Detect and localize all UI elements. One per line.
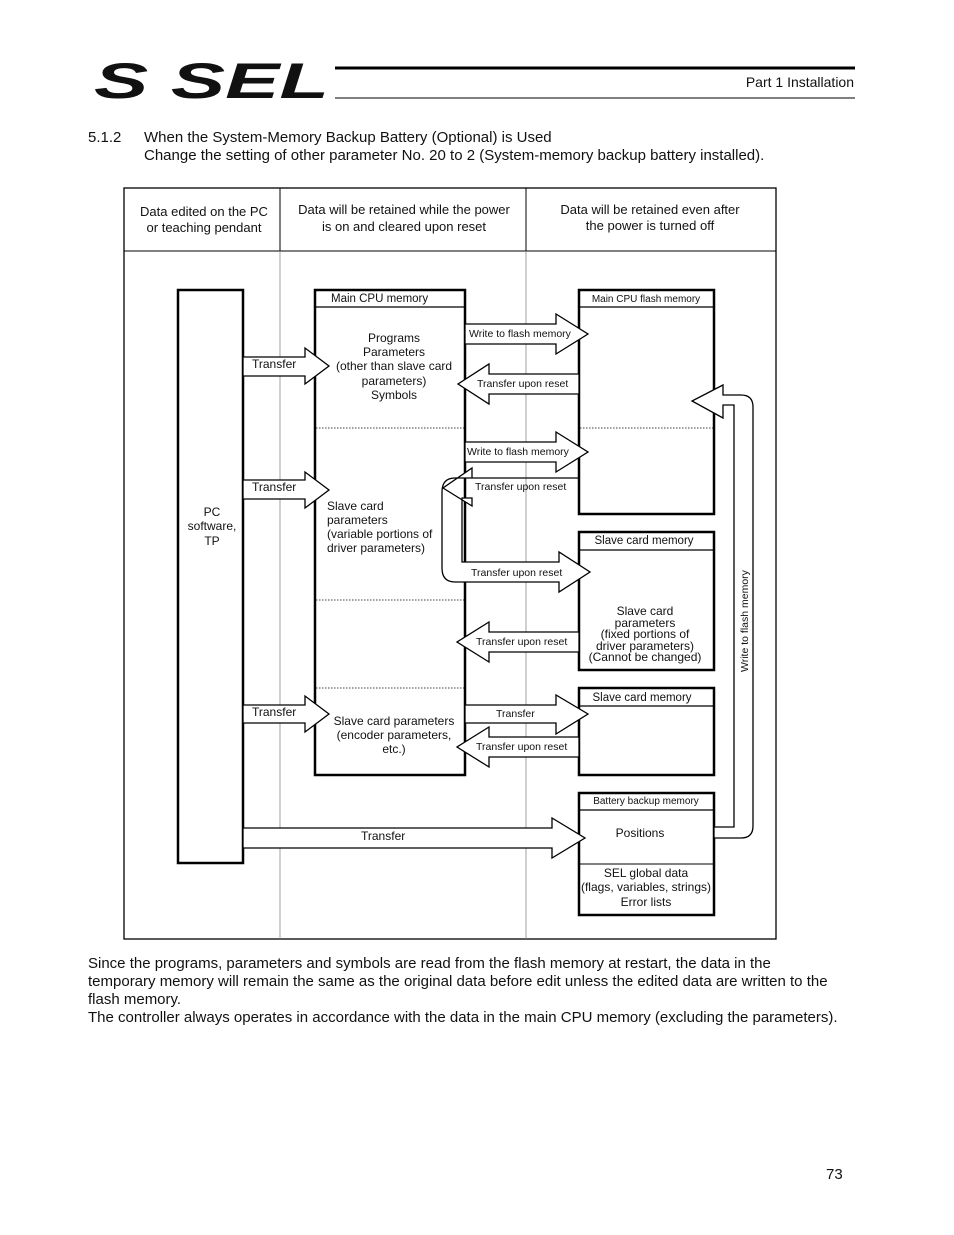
reset-label-1: Transfer upon reset [477, 378, 568, 390]
part-label: Part 1 Installation [745, 74, 854, 90]
reset-label-2: Transfer upon reset [475, 481, 566, 493]
slave-card-memory-1-box [577, 530, 716, 672]
reset-arrow-1 [456, 362, 580, 406]
pc-box-line2: software, [188, 519, 237, 533]
transfer-label-5: Transfer [361, 829, 405, 843]
main-cpu-memory-box [313, 288, 467, 777]
slave-card-memory-1-title: Slave card memory [594, 535, 693, 547]
reset-arrow-2 [441, 466, 592, 594]
slave-card-memory-2-title: Slave card memory [592, 692, 691, 704]
main-cpu-flash-title: Main CPU flash memory [592, 294, 700, 305]
col3-header-line2: the power is turned off [586, 218, 715, 233]
sel-logo: S SEL [94, 53, 329, 108]
body-line-1: Since the programs, parameters and symbo… [88, 955, 771, 972]
main-cpu-memory-title: Main CPU memory [331, 293, 428, 305]
transfer-label-4: Transfer [496, 708, 535, 720]
slave-card-1-line2: parameters [615, 616, 676, 630]
main-cpu-sec3-line1: Slave card parameters [334, 714, 455, 728]
body-line-3: flash memory. [88, 991, 182, 1008]
main-cpu-sec2-line3: (variable portions of [327, 527, 433, 541]
col2-header-line1: Data will be retained while the power [298, 202, 510, 217]
battery-backup-box [577, 791, 716, 917]
reset-label-4: Transfer upon reset [476, 636, 567, 648]
write-flash-arrow-1 [464, 312, 590, 356]
slave-card-1-line4: driver parameters) [596, 639, 694, 653]
pc-box-line3: TP [204, 534, 219, 548]
reset-arrow-4 [455, 620, 580, 664]
main-cpu-sec1-line2: Parameters [363, 345, 425, 359]
section-title: When the System-Memory Backup Battery (O… [144, 129, 552, 146]
battery-global-line3: Error lists [621, 895, 672, 909]
col1-header-line1: Data edited on the PC [140, 204, 268, 219]
main-cpu-sec1-line5: Symbols [371, 388, 417, 402]
diagram-frame [123, 187, 777, 940]
transfer-arrow-1 [242, 346, 331, 386]
main-cpu-sec2-line4: driver parameters) [327, 541, 425, 555]
transfer-label-2: Transfer [252, 480, 296, 494]
col1-header-line2: or teaching pendant [147, 220, 262, 235]
slave-card-memory-2-box [577, 686, 716, 777]
slave-card-1-line1: Slave card [617, 604, 674, 618]
transfer-label-1: Transfer [252, 357, 296, 371]
body-line-2: temporary memory will remain the same as… [88, 973, 828, 990]
main-cpu-sec3-line2: (encoder parameters, [337, 728, 452, 742]
write-flash-loop-arrow [690, 383, 754, 839]
main-cpu-sec1-line4: parameters) [362, 374, 427, 388]
battery-backup-title: Battery backup memory [593, 796, 699, 807]
main-cpu-sec1-line1: Programs [368, 331, 420, 345]
write-flash-label-1: Write to flash memory [469, 328, 572, 340]
main-cpu-sec2-line2: parameters [327, 513, 388, 527]
main-cpu-sec1-line3: (other than slave card [336, 359, 452, 373]
transfer-label-3: Transfer [252, 705, 296, 719]
pc-software-box [176, 288, 245, 865]
slave-card-1-line5: (Cannot be changed) [589, 650, 702, 664]
col3-header-line1: Data will be retained even after [560, 202, 740, 217]
battery-global-line2: (flags, variables, strings) [581, 880, 711, 894]
write-flash-loop-label: Write to flash memory [739, 569, 751, 672]
main-cpu-sec3-line3: etc.) [382, 742, 405, 756]
page-number: 73 [826, 1166, 843, 1183]
header-rule [335, 66, 855, 99]
section-heading: 5.1.2 When the System-Memory Backup Batte… [88, 129, 552, 146]
transfer-arrow-4 [464, 693, 590, 736]
battery-positions: Positions [616, 826, 665, 840]
reset-label-5: Transfer upon reset [476, 741, 567, 753]
section-subtitle: Change the setting of other parameter No… [144, 147, 765, 164]
write-flash-label-2: Write to flash memory [467, 446, 570, 458]
col2-header-line2: is on and cleared upon reset [322, 219, 486, 234]
body-line-4: The controller always operates in accord… [88, 1009, 838, 1026]
main-cpu-sec2-line1: Slave card [327, 499, 384, 513]
body-text: Since the programs, parameters and symbo… [88, 955, 888, 1027]
reset-label-3: Transfer upon reset [471, 567, 562, 579]
pc-box-line1: PC [204, 505, 221, 519]
transfer-arrow-5 [242, 816, 587, 860]
logo-text: S SEL [94, 53, 329, 108]
slave-card-1-line3: (fixed portions of [601, 627, 690, 641]
transfer-arrow-3 [242, 694, 331, 734]
battery-global-line1: SEL global data [604, 866, 689, 880]
write-flash-arrow-2 [464, 430, 590, 474]
transfer-arrow-2 [242, 470, 331, 510]
section-number: 5.1.2 [88, 129, 122, 146]
reset-arrow-5 [455, 725, 580, 769]
